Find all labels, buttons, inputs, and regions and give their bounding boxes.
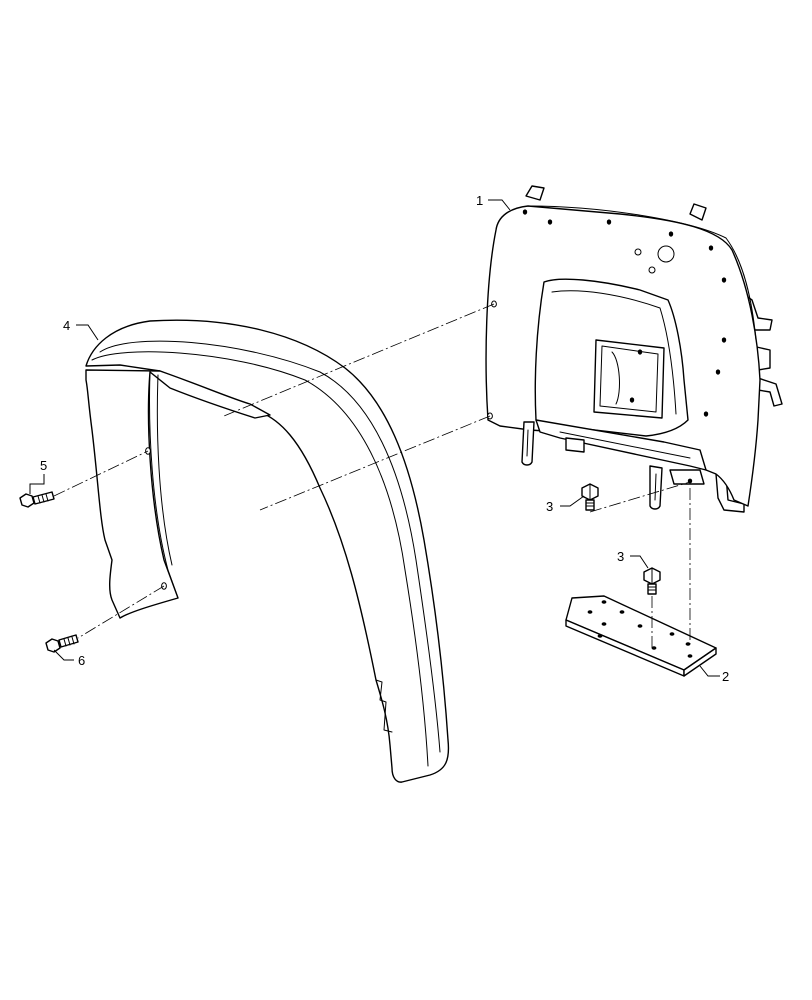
mounting-plate-part[interactable] <box>565 595 717 677</box>
callout-6: 6 <box>78 653 85 668</box>
panel-part[interactable] <box>485 185 783 513</box>
callout-5: 5 <box>40 458 47 473</box>
callout-3-upper: 3 <box>546 499 553 514</box>
callout-1: 1 <box>476 193 483 208</box>
bolt-part-5[interactable] <box>19 491 55 508</box>
callout-2: 2 <box>722 669 729 684</box>
bolt-part-3-lower[interactable] <box>643 567 661 595</box>
callout-leaders <box>29 199 720 677</box>
callout-labels: 1 2 3 3 4 5 6 <box>40 193 729 684</box>
callout-3-lower: 3 <box>617 549 624 564</box>
assembly-center-lines <box>53 303 691 648</box>
bolt-part-6[interactable] <box>45 634 79 653</box>
bolt-part-3-upper[interactable] <box>581 483 599 511</box>
callout-4: 4 <box>63 318 70 333</box>
fender-part[interactable] <box>85 319 450 783</box>
